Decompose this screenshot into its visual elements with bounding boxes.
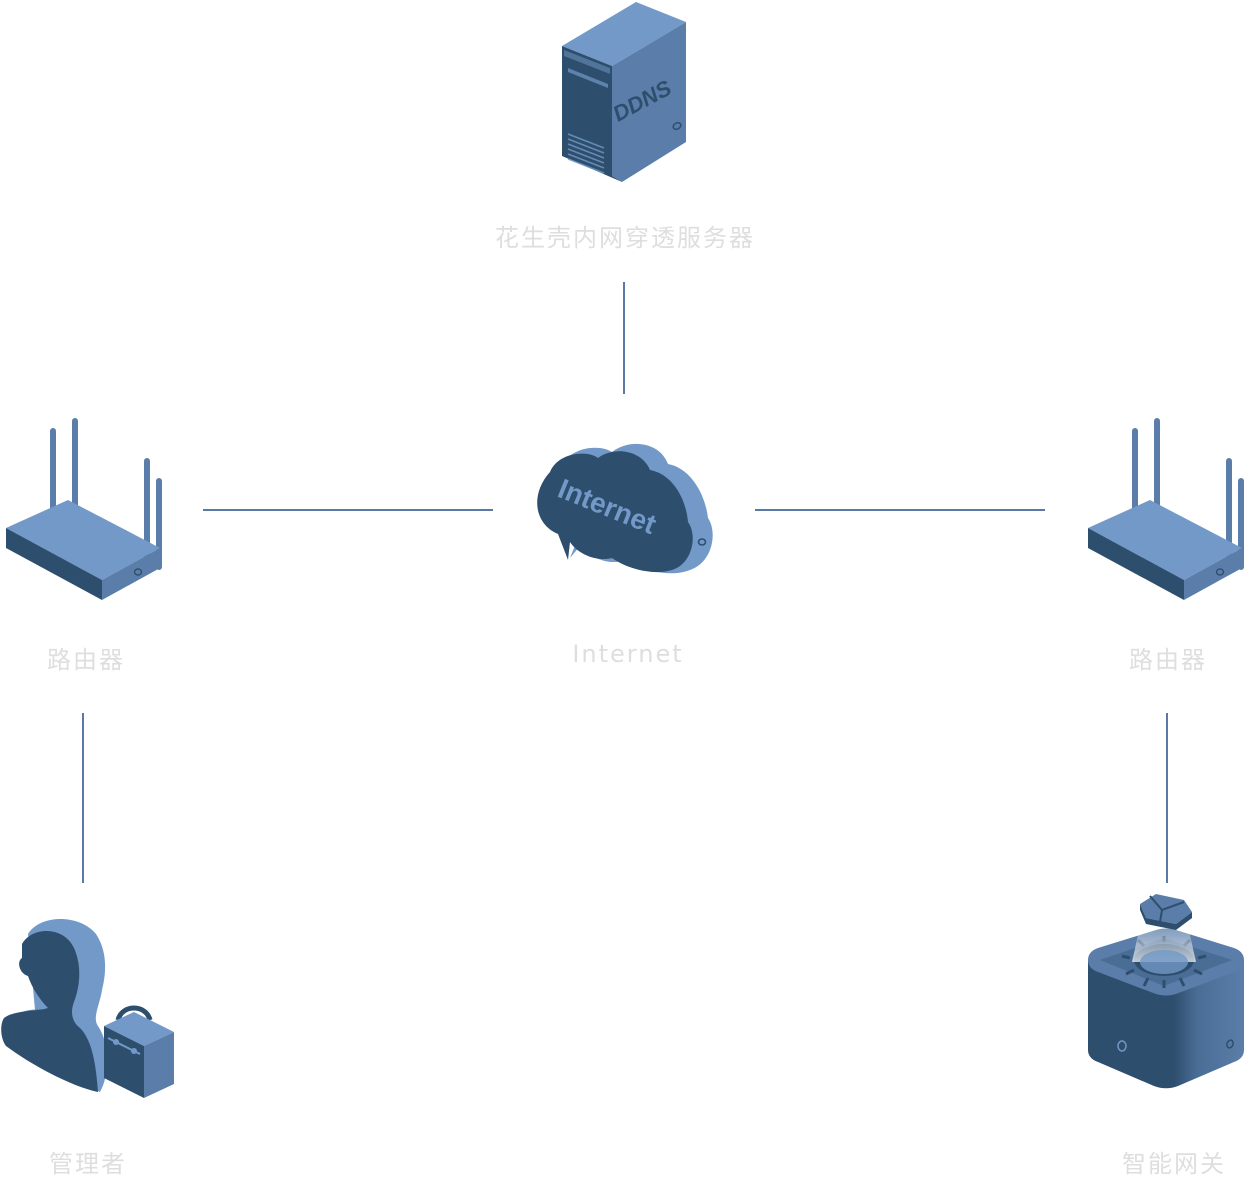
router-icon xyxy=(1088,418,1244,600)
gateway-node[interactable] xyxy=(1084,890,1248,1090)
connector-ddns-internet xyxy=(623,282,625,394)
router-icon xyxy=(6,418,162,600)
connector-internet-router-right xyxy=(755,509,1045,511)
ddns-server-label: 花生壳内网穿透服务器 xyxy=(495,224,755,252)
router-left-label: 路由器 xyxy=(47,646,125,674)
ddns-server-node[interactable]: DDNS xyxy=(556,0,696,185)
connector-router-right-gateway xyxy=(1166,713,1168,883)
admin-node[interactable] xyxy=(0,914,180,1104)
router-right-node[interactable] xyxy=(1086,416,1246,604)
admin-person-icon xyxy=(1,919,174,1098)
connector-router-left-internet xyxy=(203,509,493,511)
internet-label: Internet xyxy=(572,640,684,668)
gateway-label: 智能网关 xyxy=(1122,1150,1226,1178)
smart-gateway-icon xyxy=(1088,894,1244,1089)
router-right-label: 路由器 xyxy=(1129,646,1207,674)
router-left-node[interactable] xyxy=(4,416,164,604)
internet-node[interactable]: Internet xyxy=(530,438,720,583)
cloud-icon: Internet xyxy=(537,443,713,574)
connector-router-left-admin xyxy=(82,713,84,883)
admin-label: 管理者 xyxy=(49,1150,127,1178)
server-icon: DDNS xyxy=(562,2,686,182)
